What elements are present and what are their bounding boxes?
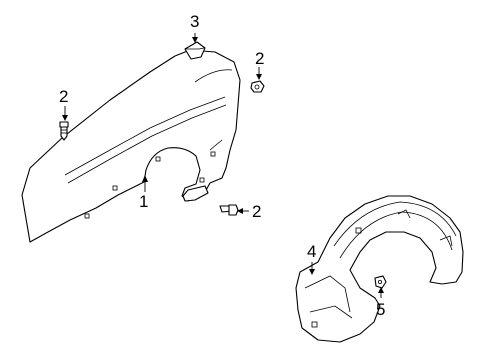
- bolt-top-right: [250, 80, 265, 93]
- cap: [184, 41, 206, 60]
- callout-fender: 1: [139, 192, 148, 211]
- bolt-left: [59, 121, 69, 141]
- callout-bolt-left: 2: [59, 87, 68, 106]
- leader-lines: [62, 33, 384, 298]
- callout-cap: 3: [190, 12, 199, 31]
- callout-bolt-bottom: 2: [252, 202, 261, 221]
- bolt-bottom: [219, 204, 239, 216]
- front-fender: [21, 49, 241, 243]
- clip: [374, 275, 387, 289]
- callout-liner: 4: [307, 242, 316, 261]
- callout-clip: 5: [376, 300, 385, 319]
- fender-liner: [295, 195, 464, 343]
- callout-bolt-top-right: 2: [255, 49, 264, 68]
